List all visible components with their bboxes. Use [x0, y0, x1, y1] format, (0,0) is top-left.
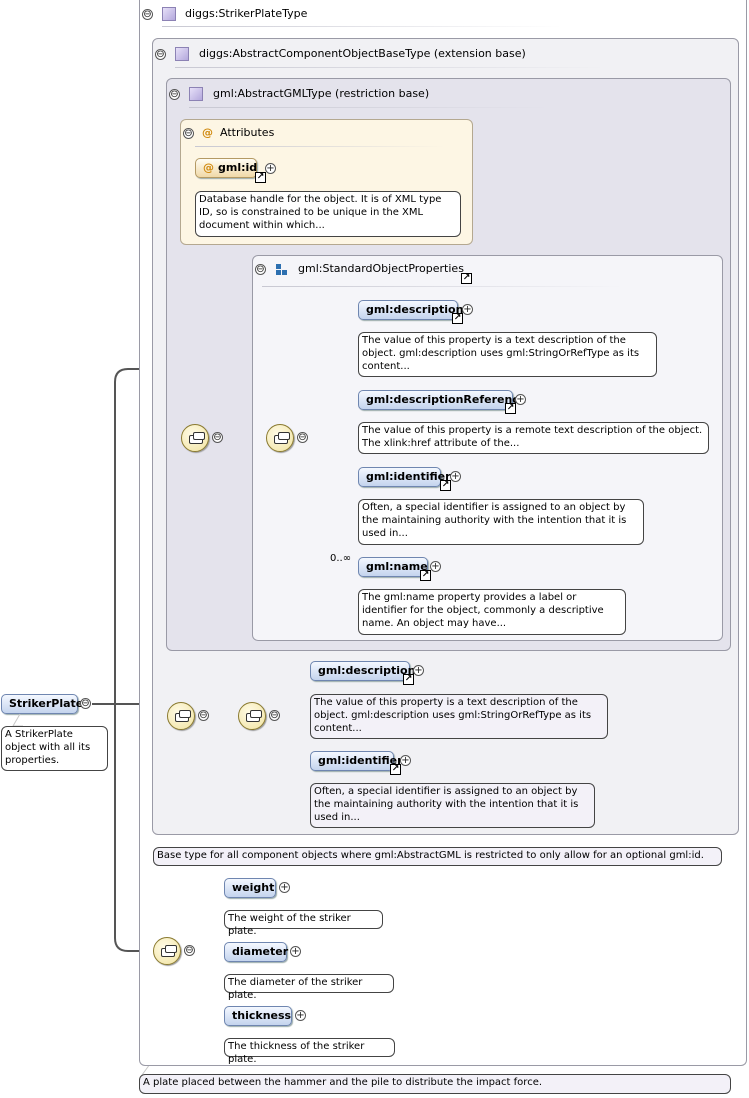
root-element-striker-plate[interactable]: StrikerPlate — [1, 694, 83, 714]
element-doc-note: The value of this property is a text des… — [310, 694, 608, 739]
element-gml-name[interactable]: gml:name — [358, 557, 428, 577]
reference-icon: ↗ — [390, 764, 401, 775]
element-gml-description[interactable]: gml:description — [310, 661, 415, 681]
element-diameter[interactable]: diameter — [224, 942, 288, 962]
attribute-gml-id[interactable]: @ gml:id — [195, 158, 257, 178]
element-doc-note: Often, a special identifier is assigned … — [310, 783, 595, 828]
collapse-group-button[interactable]: ⊖ — [255, 264, 266, 275]
element-gml-description-reference[interactable]: gml:descriptionReference — [358, 390, 526, 410]
attribute-doc-note: Database handle for the object. It is of… — [195, 191, 461, 237]
element-gml-identifier[interactable]: gml:identifier — [358, 467, 451, 487]
element-gml-description[interactable]: gml:description — [358, 300, 463, 320]
complex-type-icon — [162, 7, 176, 21]
expand-button[interactable]: + — [515, 394, 526, 405]
element-doc-note: The weight of the striker plate. — [224, 910, 383, 937]
expand-button[interactable]: + — [450, 471, 461, 482]
sequence-compositor-icon[interactable] — [266, 424, 294, 452]
reference-icon: ↗ — [461, 273, 472, 284]
attribute-icon: @ — [202, 126, 213, 139]
divider — [195, 146, 445, 147]
attributes-title: Attributes — [220, 126, 275, 139]
expand-gml-id-button[interactable]: + — [265, 163, 276, 174]
collapse-root-type-button[interactable]: ⊖ — [142, 9, 153, 20]
complex-type-icon — [189, 87, 203, 101]
collapse-sequence-button[interactable]: ⊖ — [269, 710, 280, 721]
element-doc-note: Often, a special identifier is assigned … — [358, 499, 644, 545]
group-title: gml:StandardObjectProperties — [298, 262, 464, 275]
collapse-sequence-button[interactable]: ⊖ — [184, 945, 195, 956]
element-doc-note: The value of this property is a text des… — [358, 332, 657, 377]
complex-type-icon — [175, 47, 189, 61]
attribute-name: gml:id — [218, 161, 258, 174]
sequence-compositor-icon[interactable] — [167, 702, 195, 730]
element-doc-note: The diameter of the striker plate. — [224, 974, 394, 1001]
element-doc-note: The gml:name property provides a label o… — [358, 589, 626, 635]
sequence-compositor-icon[interactable] — [153, 937, 181, 965]
root-type-title: diggs:StrikerPlateType — [185, 7, 308, 20]
divider — [262, 286, 622, 287]
element-gml-identifier[interactable]: gml:identifier — [310, 751, 403, 771]
root-type-doc-note: A plate placed between the hammer and th… — [139, 1074, 731, 1094]
element-thickness[interactable]: thickness — [224, 1006, 292, 1026]
collapse-sequence-button[interactable]: ⊖ — [198, 710, 209, 721]
reference-icon: ↗ — [420, 570, 431, 581]
reference-icon: ↗ — [505, 403, 516, 414]
element-weight[interactable]: weight — [224, 878, 276, 898]
collapse-attributes-button[interactable]: ⊖ — [183, 128, 194, 139]
divider — [175, 67, 605, 68]
collapse-restriction-base-button[interactable]: ⊖ — [169, 89, 180, 100]
extension-base-doc-note: Base type for all component objects wher… — [153, 847, 722, 866]
attribute-icon: @ — [203, 161, 214, 174]
reference-icon: ↗ — [440, 480, 451, 491]
reference-icon: ↗ — [403, 674, 414, 685]
collapse-sequence-button[interactable]: ⊖ — [297, 432, 308, 443]
expand-button[interactable]: + — [430, 561, 441, 572]
reference-icon: ↗ — [452, 313, 463, 324]
restriction-base-title: gml:AbstractGMLType (restriction base) — [213, 87, 430, 100]
extension-base-title: diggs:AbstractComponentObjectBaseType (e… — [199, 47, 526, 60]
divider — [189, 107, 549, 108]
occurrence-label: 0..∞ — [330, 553, 352, 564]
expand-button[interactable]: + — [295, 1010, 306, 1021]
sequence-compositor-icon[interactable] — [238, 702, 266, 730]
divider — [162, 26, 562, 27]
collapse-sequence-button[interactable]: ⊖ — [212, 432, 223, 443]
element-doc-note: The value of this property is a remote t… — [358, 422, 709, 454]
expand-button[interactable]: + — [279, 882, 290, 893]
reference-icon: ↗ — [255, 172, 266, 183]
element-doc-note: The thickness of the striker plate. — [224, 1038, 395, 1065]
group-icon — [276, 264, 287, 275]
sequence-compositor-icon[interactable] — [181, 424, 209, 452]
expand-button[interactable]: + — [462, 304, 473, 315]
root-element-doc-note: A StrikerPlate object with all its prope… — [1, 726, 108, 771]
collapse-extension-base-button[interactable]: ⊖ — [155, 49, 166, 60]
expand-button[interactable]: + — [413, 665, 424, 676]
expand-button[interactable]: + — [400, 755, 411, 766]
expand-button[interactable]: + — [290, 946, 301, 957]
collapse-root-element-button[interactable]: ⊖ — [80, 698, 91, 709]
